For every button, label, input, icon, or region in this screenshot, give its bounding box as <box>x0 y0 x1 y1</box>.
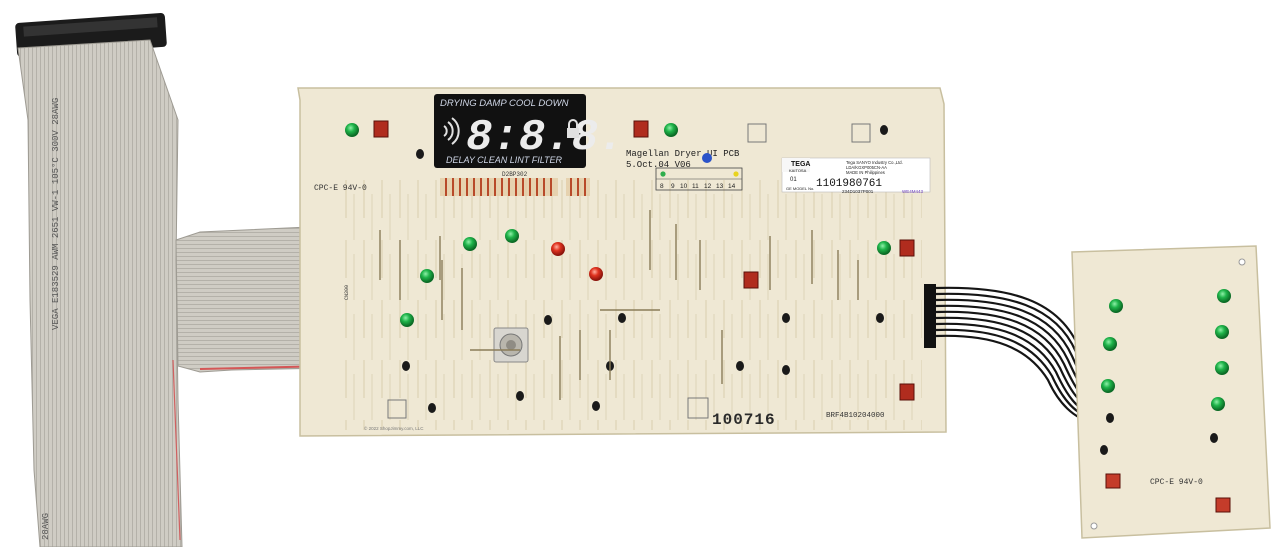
sticker-rev: 01 <box>790 177 797 183</box>
tactile-button <box>743 271 759 289</box>
main-board: DRYING DAMP COOL DOWN 8:8.8. DELAY CLEAN… <box>297 87 947 437</box>
sticker-serial: 1101980761 <box>816 178 882 190</box>
tactile-button <box>1105 473 1121 489</box>
tactile-button <box>373 120 389 138</box>
display-bottom-legends: DELAY CLEAN LINT FILTER <box>446 155 563 165</box>
copyright: © 2022 ShopJimmy.com, LLC <box>364 425 424 431</box>
led-green <box>1217 289 1231 303</box>
numbered-grid: 8 9 10 11 12 13 14 <box>655 167 743 191</box>
led-green <box>1101 379 1115 393</box>
sticker-brand: TEGA <box>791 161 810 168</box>
led-green <box>1215 361 1229 375</box>
tactile-button <box>899 239 915 257</box>
led-green <box>1109 299 1123 313</box>
grid-label-11: 11 <box>692 183 699 190</box>
pcb-date: 5.Oct.04 V06 <box>626 160 691 170</box>
sticker-sub-brand: KAITOSA <box>789 168 807 173</box>
stamp-number: 100716 <box>712 411 776 429</box>
tactile-button <box>1215 497 1231 513</box>
vfd-display: DRYING DAMP COOL DOWN 8:8.8. DELAY CLEAN… <box>434 94 624 168</box>
ribbon-print-bottom: 28AWG <box>41 513 51 540</box>
led-green <box>420 269 434 283</box>
grid-label-10: 10 <box>680 183 688 190</box>
led-red <box>589 267 603 281</box>
led-green <box>1211 397 1225 411</box>
sticker-maker: Tega SANYO Industry Co.,Ltd. <box>846 160 903 165</box>
grid-label-12: 12 <box>704 183 712 190</box>
display-digits: 8:8.8. <box>466 113 624 163</box>
tactile-button <box>899 383 915 401</box>
led-green <box>664 123 678 137</box>
sticker-model: LDA/KGXP005CN-AA <box>846 165 887 170</box>
led-green <box>505 229 519 243</box>
grid-label-8: 8 <box>660 183 664 190</box>
led-green <box>400 313 414 327</box>
sub-board: CPC-E 94V-0 <box>1071 245 1271 539</box>
ribbon-print-vertical: VEGA E183529 AWM 2651 VW-1 105°C 300V 28… <box>51 98 61 330</box>
header-label: D2BP302 <box>502 171 528 178</box>
display-top-legends: DRYING DAMP COOL DOWN <box>440 98 569 109</box>
led-green <box>463 237 477 251</box>
sticker-origin: MADE IN Philippines <box>846 170 885 175</box>
led-red <box>551 242 565 256</box>
grid-label-9: 9 <box>671 183 675 190</box>
sticker-ge-model: 234D1037P001 <box>842 189 874 194</box>
part-number: BRF4B10204000 <box>826 412 885 420</box>
pcb-title: Magellan Dryer UI PCB <box>626 149 740 159</box>
sub-rating-mark: CPC-E 94V-0 <box>1150 478 1203 487</box>
led-green <box>345 123 359 137</box>
led-green <box>1103 337 1117 351</box>
rotary-encoder <box>493 327 529 363</box>
sticker-vendor-code: WE4M443 <box>902 189 924 194</box>
sticker-ge-model-label: GE MODEL No. <box>786 186 814 191</box>
resistor-bank: D2BP302 <box>440 171 590 196</box>
label-sticker: TEGA KAITOSA Tega SANYO Industry Co.,Ltd… <box>781 157 931 194</box>
led-green <box>1215 325 1229 339</box>
ribbon-cable: VEGA E183529 AWM 2651 VW-1 105°C 300V 28… <box>15 13 342 548</box>
connector-label: CN300 <box>344 285 350 300</box>
signal-icon <box>443 117 460 145</box>
tactile-button <box>633 120 649 138</box>
grid-label-14: 14 <box>728 183 736 190</box>
lock-icon <box>567 119 579 138</box>
led-green <box>877 241 891 255</box>
main-rating-mark: CPC-E 94V-0 <box>314 184 367 193</box>
grid-label-13: 13 <box>716 183 724 190</box>
